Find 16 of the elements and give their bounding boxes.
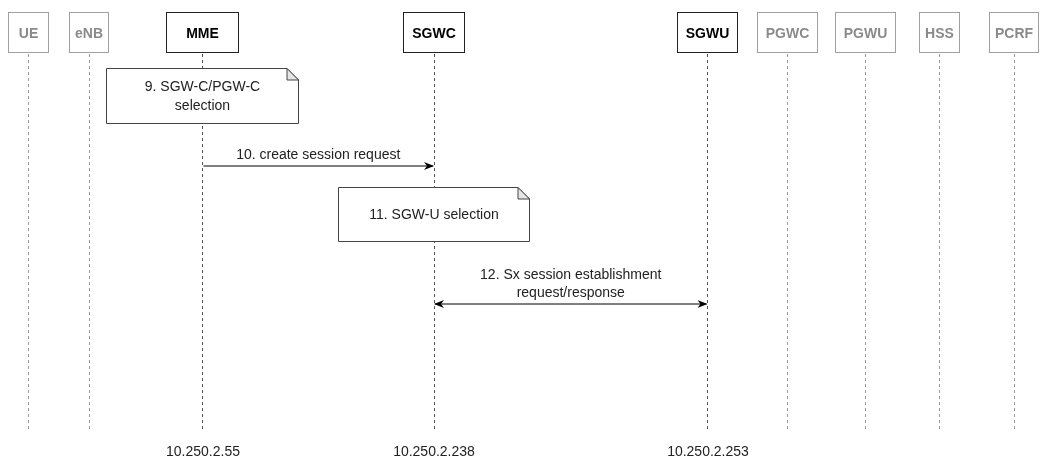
message-arrow [434, 300, 708, 308]
participant-box: SGWC [403, 12, 465, 53]
participant-box: SGWU [677, 12, 738, 53]
participant-box: eNB [69, 12, 109, 53]
ip-address: 10.250.2.55 [166, 443, 240, 459]
participant-box: PGWC [757, 12, 818, 53]
note-box: 9. SGW-C/PGW-C selection [106, 68, 299, 124]
ip-address: 10.250.2.238 [393, 443, 475, 459]
participant-box: UE [8, 12, 49, 53]
note-box: 11. SGW-U selection [338, 187, 530, 242]
participant-box: PGWU [835, 12, 896, 53]
participant-box: MME [166, 12, 239, 53]
participant-box: PCRF [989, 12, 1039, 53]
ip-address: 10.250.2.253 [667, 443, 749, 459]
message-arrow [203, 162, 434, 170]
participant-box: HSS [919, 12, 960, 53]
